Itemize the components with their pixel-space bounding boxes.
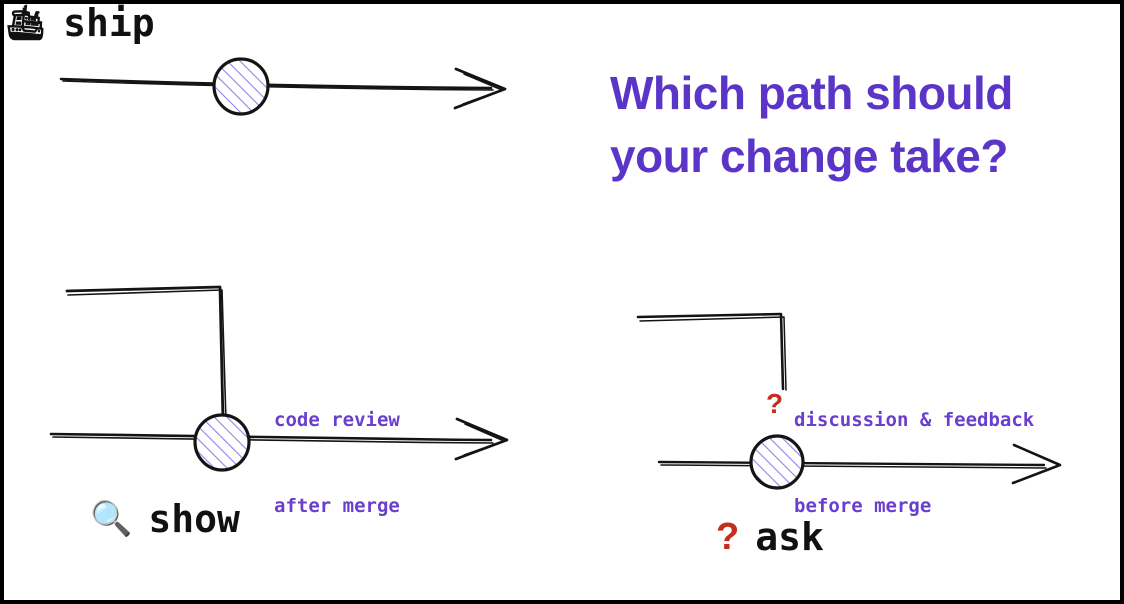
passenger-ship-emoji: 🛳 xyxy=(4,3,48,43)
ask-commit-node-fill xyxy=(751,436,803,488)
lane-label-show-text: show xyxy=(148,497,240,541)
ship-commit-node-outline xyxy=(212,57,270,116)
lane-label-ship: 🛳 ship xyxy=(4,4,155,42)
lane-label-ship-text: ship xyxy=(63,1,155,45)
ask-branch-line xyxy=(636,312,785,391)
red-question-mark-icon: ? xyxy=(716,516,740,558)
branch-question-mark-icon: ? xyxy=(766,388,784,419)
show-branch-line-echo xyxy=(67,289,227,423)
lane-label-ask: ? ask xyxy=(716,518,824,556)
show-lane-graphics xyxy=(49,285,509,472)
page-title: Which path should your change take? xyxy=(610,67,1013,183)
ship-lane-graphics xyxy=(59,57,507,116)
show-arrowhead xyxy=(454,417,509,461)
ask-branch-line-echo xyxy=(639,316,787,391)
ship-arrowhead-echo xyxy=(462,73,503,105)
annotation-ask: discussion & feedback before merge xyxy=(794,348,1034,579)
show-arrowhead-echo xyxy=(463,423,505,456)
magnifying-glass-emoji: 🔍 xyxy=(90,499,133,539)
diagram-svg xyxy=(49,57,1062,490)
annotation-ask-line2: before merge xyxy=(794,495,932,518)
annotation-show-line1: code review xyxy=(274,408,400,431)
show-mainline-echo xyxy=(52,436,494,444)
show-branch-line xyxy=(65,285,225,423)
annotation-show: code review after merge xyxy=(274,348,400,579)
show-mainline xyxy=(49,432,493,442)
lane-label-show: 🔍 show xyxy=(90,500,240,538)
show-commit-node-outline xyxy=(193,413,251,472)
annotation-show-line2: after merge xyxy=(274,495,400,518)
ask-mainline-echo xyxy=(660,464,1047,469)
show-commit-node-fill xyxy=(195,415,249,469)
ask-arrowhead xyxy=(1011,443,1062,485)
annotation-ask-line1: discussion & feedback xyxy=(794,408,1035,431)
ship-commit-node-fill xyxy=(214,59,268,113)
lane-label-ask-text: ask xyxy=(755,515,824,559)
ask-commit-node-outline xyxy=(749,434,805,490)
ask-mainline xyxy=(657,460,1046,467)
ask-lane-graphics xyxy=(636,312,1062,490)
